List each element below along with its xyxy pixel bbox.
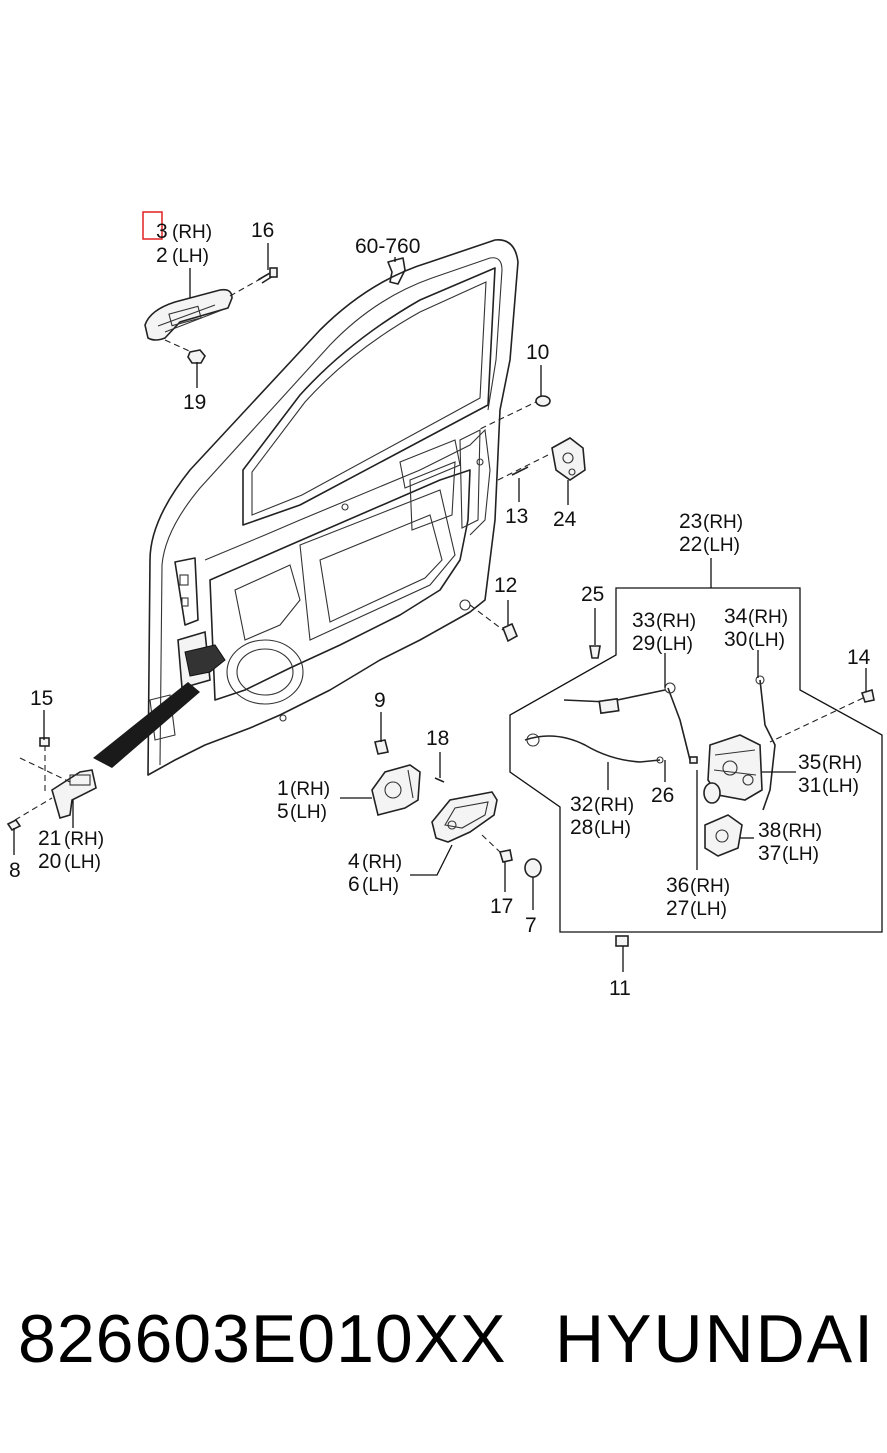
callout-4: 4 xyxy=(348,850,360,873)
callout-7: 7 xyxy=(525,914,537,937)
callout-2: 2 xyxy=(156,244,168,267)
callout-6-lh: (LH) xyxy=(362,875,399,896)
callout-5: 5 xyxy=(277,800,289,823)
callout-33-rh: (RH) xyxy=(656,611,696,632)
callout-31-lh: (LH) xyxy=(822,776,859,797)
callout-5-lh: (LH) xyxy=(290,802,327,823)
callout-27: 27 xyxy=(666,897,689,920)
callout-22-lh: (LH) xyxy=(703,535,740,556)
door-check-assembly xyxy=(6,737,97,832)
callout-1: 1 xyxy=(277,777,289,800)
callout-2-lh: (LH) xyxy=(172,246,209,267)
footer: 826603E010XX HYUNDAI xyxy=(0,1300,887,1400)
brand-name: HYUNDAI xyxy=(555,1301,876,1377)
outside-door-handle xyxy=(144,267,278,364)
callout-23-rh: (RH) xyxy=(703,512,743,533)
leader-lines xyxy=(13,243,867,972)
callout-29: 29 xyxy=(632,632,655,655)
callout-34: 34 xyxy=(724,605,748,628)
callout-6: 6 xyxy=(348,873,360,896)
callout-3: 3 xyxy=(156,220,168,243)
callout-16: 16 xyxy=(251,219,274,242)
callout-33: 33 xyxy=(632,609,655,632)
callout-11: 11 xyxy=(609,977,631,1000)
callout-20: 20 xyxy=(38,850,61,873)
callout-32: 32 xyxy=(570,793,593,816)
callout-29-lh: (LH) xyxy=(656,634,693,655)
callout-19: 19 xyxy=(183,391,206,414)
callout-60-760: 60-760 xyxy=(355,235,420,258)
callout-27-lh: (LH) xyxy=(690,899,727,920)
callout-labels: 3 (RH) 2 (LH) 16 19 60-760 10 13 24 12 2… xyxy=(9,219,871,1000)
front-door-panel xyxy=(93,239,519,776)
callout-30-lh: (LH) xyxy=(748,630,785,651)
callout-31: 31 xyxy=(798,774,821,797)
callout-30: 30 xyxy=(724,628,747,651)
callout-9: 9 xyxy=(374,689,386,712)
callout-24: 24 xyxy=(553,508,577,531)
callout-36: 36 xyxy=(666,874,689,897)
callout-23: 23 xyxy=(679,510,702,533)
lock-assembly-box xyxy=(509,558,883,933)
callout-10: 10 xyxy=(526,341,549,364)
callout-highlight-box xyxy=(142,211,163,240)
callout-15: 15 xyxy=(30,687,53,710)
callout-22: 22 xyxy=(679,533,702,556)
callout-3-rh: (RH) xyxy=(172,222,212,243)
callout-35: 35 xyxy=(798,751,821,774)
callout-17: 17 xyxy=(490,895,513,918)
callout-21-rh: (RH) xyxy=(64,829,104,850)
callout-4-rh: (RH) xyxy=(362,852,402,873)
callout-14: 14 xyxy=(847,646,871,669)
callout-8: 8 xyxy=(9,859,21,882)
door-striker xyxy=(469,395,586,643)
callout-34-rh: (RH) xyxy=(748,607,788,628)
callout-32-rh: (RH) xyxy=(594,795,634,816)
callout-28: 28 xyxy=(570,816,593,839)
callout-1-rh: (RH) xyxy=(290,779,330,800)
callout-25: 25 xyxy=(581,583,604,606)
callout-26: 26 xyxy=(651,784,674,807)
callout-35-rh: (RH) xyxy=(822,753,862,774)
callout-36-rh: (RH) xyxy=(690,876,730,897)
callout-37-lh: (LH) xyxy=(782,844,819,865)
callout-38-rh: (RH) xyxy=(782,821,822,842)
callout-18: 18 xyxy=(426,727,449,750)
callout-37: 37 xyxy=(758,842,781,865)
callout-12: 12 xyxy=(494,574,517,597)
callout-13: 13 xyxy=(505,505,528,528)
callout-21: 21 xyxy=(38,827,61,850)
inside-door-handle xyxy=(371,739,542,878)
lock-actuator-parts xyxy=(524,645,875,947)
callout-20-lh: (LH) xyxy=(64,852,101,873)
callout-38: 38 xyxy=(758,819,781,842)
callout-28-lh: (LH) xyxy=(594,818,631,839)
part-number: 826603E010XX xyxy=(18,1301,507,1377)
